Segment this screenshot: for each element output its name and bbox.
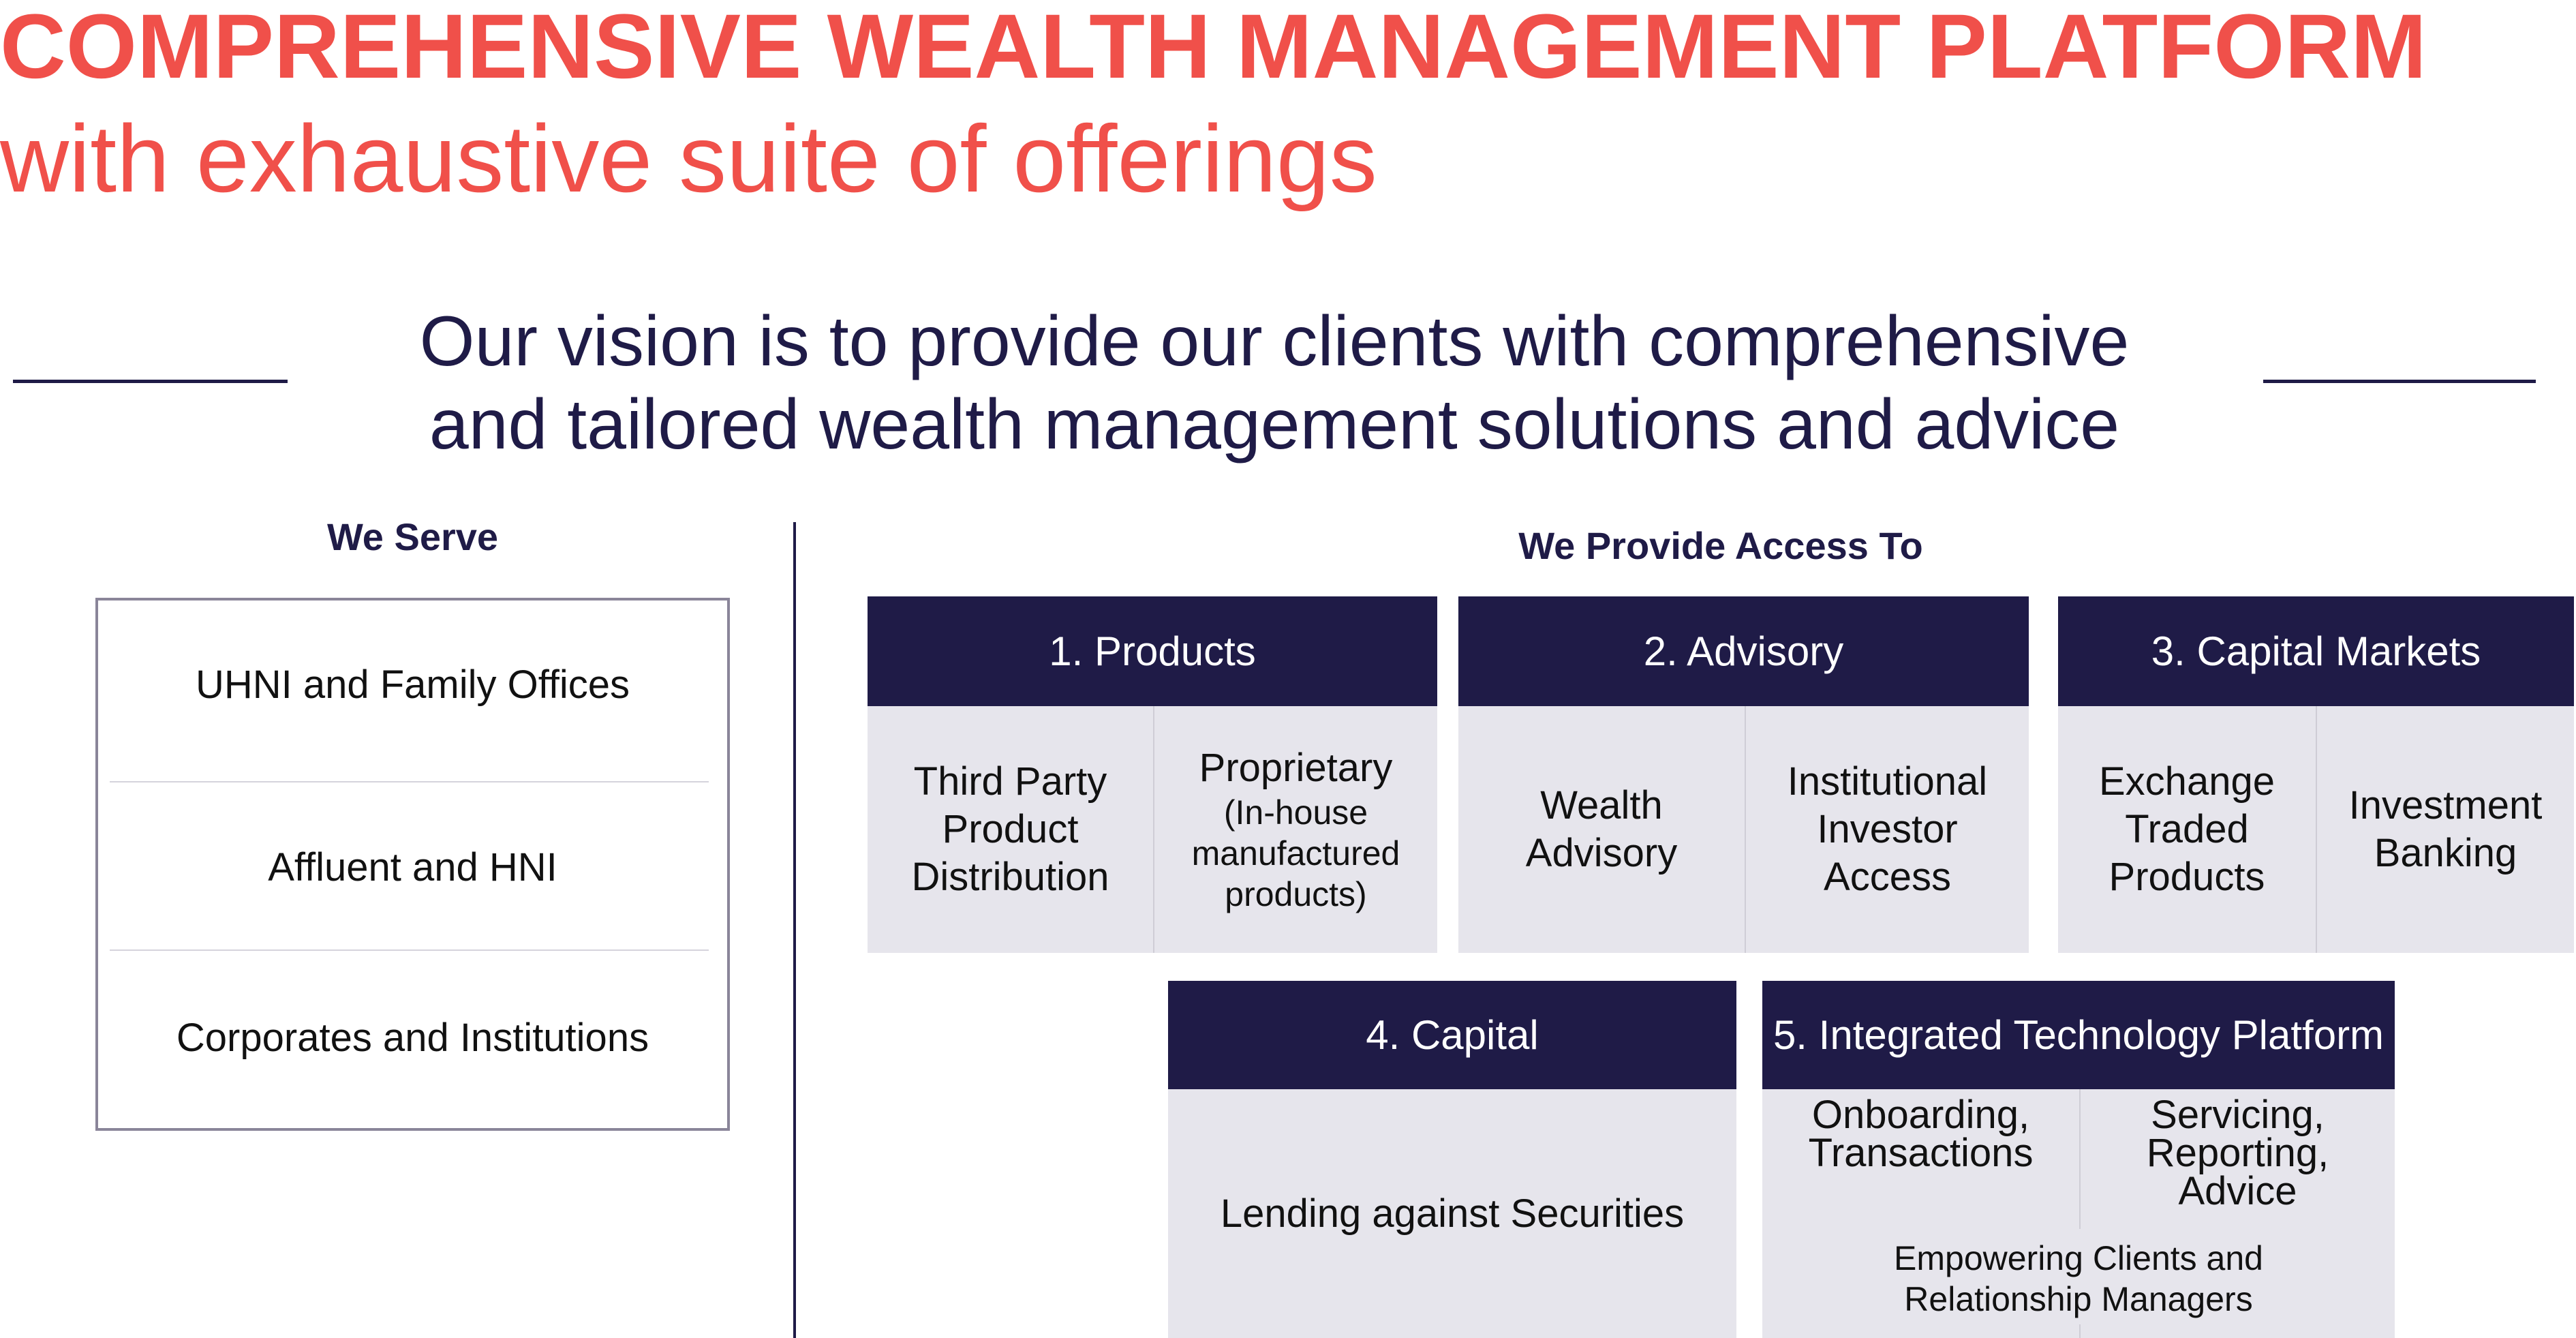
- cell-empowering: Empowering Clients and Relationship Mana…: [1762, 1232, 2395, 1324]
- card-advisory: 2. Advisory Wealth Advisory Institutiona…: [1458, 596, 2029, 953]
- cell-text: Onboarding, Transactions: [1808, 1093, 2034, 1175]
- serve-divider: [110, 949, 709, 951]
- cell-text: Empowering Clients and Relationship Mana…: [1894, 1238, 2263, 1318]
- cell-text: Investment Banking: [2348, 783, 2543, 875]
- card-capital-markets: 3. Capital Markets Exchange Traded Produ…: [2058, 596, 2574, 953]
- cell-divider: [1153, 706, 1154, 953]
- page-title: COMPREHENSIVE WEALTH MANAGEMENT PLATFORM: [0, 0, 2427, 97]
- card-header: 3. Capital Markets: [2058, 596, 2574, 706]
- card-header: 5. Integrated Technology Platform: [1762, 981, 2395, 1089]
- serve-divider: [110, 781, 709, 782]
- vision-statement: Our vision is to provide our clients wit…: [293, 300, 2256, 466]
- card-header: 1. Products: [868, 596, 1437, 706]
- cell-divider: [2316, 706, 2317, 953]
- cell-proprietary: Proprietary (In-house manufactured produ…: [1154, 706, 1437, 953]
- cell-divider: [2079, 1089, 2081, 1229]
- serve-item: UHNI and Family Offices: [195, 662, 630, 707]
- cell-investment-banking: Investment Banking: [2317, 706, 2574, 953]
- cell-divider: [1745, 706, 1746, 953]
- card-capital: 4. Capital Lending against Securities: [1168, 981, 1736, 1338]
- cell-institutional: Institutional Investor Access: [1746, 706, 2029, 953]
- card-header: 2. Advisory: [1458, 596, 2029, 706]
- cell-text: Third Party Product Distribution: [911, 759, 1109, 899]
- cell-onboarding: Onboarding, Transactions: [1762, 1093, 2079, 1232]
- serve-item: Corporates and Institutions: [176, 1015, 649, 1060]
- cell-subtext: (In-house manufactured products): [1191, 793, 1400, 913]
- cell-servicing: Servicing, Reporting, Advice: [2081, 1093, 2395, 1232]
- card-header: 4. Capital: [1168, 981, 1736, 1089]
- cell-divider: [2079, 1324, 2081, 1338]
- cell-text: Wealth Advisory: [1525, 783, 1678, 875]
- cell-text: Proprietary: [1199, 746, 1393, 790]
- cell-text: Institutional Investor Access: [1787, 759, 1988, 899]
- cell-lending: Lending against Securities: [1168, 1089, 1736, 1338]
- cell-exchange-traded: Exchange Traded Products: [2058, 706, 2316, 953]
- vision-line-2: and tailored wealth management solutions…: [429, 385, 2120, 464]
- divider-left: [13, 380, 288, 383]
- cell-wealth-advisory: Wealth Advisory: [1458, 706, 1745, 953]
- we-serve-heading: We Serve: [326, 515, 499, 558]
- cell-text: Servicing, Reporting, Advice: [2146, 1093, 2329, 1213]
- serve-item: Affluent and HNI: [268, 845, 557, 890]
- vision-line-1: Our vision is to provide our clients wit…: [419, 302, 2130, 381]
- cell-text: Lending against Securities: [1220, 1191, 1685, 1236]
- divider-right: [2263, 380, 2536, 383]
- card-technology: 5. Integrated Technology Platform Onboar…: [1762, 981, 2395, 1338]
- page-subtitle: with exhaustive suite of offerings: [0, 105, 1377, 212]
- we-serve-box: UHNI and Family Offices Affluent and HNI…: [95, 598, 730, 1131]
- section-separator: [793, 522, 796, 1338]
- cell-third-party: Third Party Product Distribution: [868, 706, 1153, 953]
- we-provide-heading: We Provide Access To: [1518, 524, 1923, 567]
- card-products: 1. Products Third Party Product Distribu…: [868, 596, 1437, 953]
- cell-text: Exchange Traded Products: [2099, 759, 2275, 899]
